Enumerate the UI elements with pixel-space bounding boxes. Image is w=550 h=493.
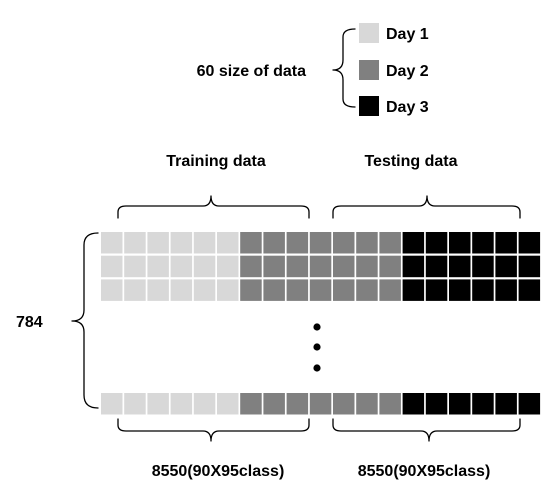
data-cell-day-3 [495, 232, 517, 254]
data-cell-day-2 [309, 279, 332, 301]
data-cell-day-1 [101, 279, 123, 301]
data-cell-day-2 [263, 279, 285, 301]
data-cell-day-1 [217, 255, 239, 278]
data-cell-day-1 [147, 232, 169, 254]
training-data-label: Training data [166, 153, 266, 170]
data-cell-day-3 [495, 279, 517, 301]
data-cell-day-3 [449, 279, 471, 301]
data-cell-day-2 [309, 232, 332, 254]
data-cell-day-1 [124, 255, 146, 278]
data-cell-day-1 [124, 279, 146, 301]
data-cell-day-3 [449, 393, 471, 415]
data-cell-day-2 [356, 279, 378, 301]
data-cell-day-1 [147, 393, 169, 415]
data-cell-day-2 [309, 393, 332, 415]
data-cell-day-2 [240, 393, 262, 415]
data-grid [101, 232, 541, 415]
data-cell-day-3 [472, 255, 494, 278]
data-cell-day-1 [170, 255, 193, 278]
data-cell-day-3 [402, 279, 425, 301]
data-cell-day-3 [495, 255, 517, 278]
data-cell-day-2 [240, 255, 262, 278]
testing-top-brace [332, 195, 521, 219]
data-cell-day-3 [449, 255, 471, 278]
legend-brace [332, 28, 356, 108]
data-cell-day-1 [147, 279, 169, 301]
data-cell-day-2 [240, 279, 262, 301]
data-cell-day-2 [356, 232, 378, 254]
data-cell-day-2 [333, 232, 355, 254]
data-cell-day-3 [425, 393, 448, 415]
data-cell-day-1 [193, 232, 216, 254]
data-cell-day-1 [101, 232, 123, 254]
data-cell-day-3 [472, 279, 494, 301]
data-cell-day-3 [472, 232, 494, 254]
data-cell-day-1 [170, 232, 193, 254]
data-cell-day-1 [101, 255, 123, 278]
legend-label-day-2: Day 2 [386, 63, 429, 80]
training-bottom-brace [117, 418, 310, 442]
data-cell-day-2 [286, 393, 309, 415]
data-cell-day-2 [263, 255, 285, 278]
data-cell-day-2 [379, 232, 401, 254]
data-cell-day-3 [518, 232, 541, 254]
data-cell-day-3 [425, 255, 448, 278]
data-cell-day-2 [286, 279, 309, 301]
data-cell-day-3 [402, 255, 425, 278]
data-cell-day-1 [193, 393, 216, 415]
data-cell-day-3 [518, 393, 541, 415]
ellipsis-dot-2 [313, 343, 321, 351]
data-cell-day-3 [425, 279, 448, 301]
data-cell-day-2 [240, 232, 262, 254]
data-cell-day-2 [263, 393, 285, 415]
data-cell-day-3 [518, 279, 541, 301]
training-count-label: 8550(90X95class) [152, 463, 285, 480]
data-cell-day-1 [217, 232, 239, 254]
data-cell-day-1 [101, 393, 123, 415]
data-cell-day-1 [147, 255, 169, 278]
legend-swatch-day-3 [359, 96, 379, 116]
data-cell-day-1 [170, 393, 193, 415]
data-cell-day-3 [402, 232, 425, 254]
data-cell-day-2 [333, 393, 355, 415]
data-cell-day-1 [124, 232, 146, 254]
data-cell-day-2 [286, 232, 309, 254]
rows-count-label: 784 [16, 314, 43, 331]
testing-bottom-brace [332, 418, 521, 442]
data-cell-day-1 [217, 393, 239, 415]
data-cell-day-2 [379, 255, 401, 278]
data-cell-day-2 [356, 255, 378, 278]
legend-swatch-day-2 [359, 60, 379, 80]
legend-title: 60 size of data [197, 63, 306, 80]
ellipsis-dot-3 [313, 364, 321, 372]
legend-label-day-3: Day 3 [386, 99, 429, 116]
data-cell-day-3 [495, 393, 517, 415]
testing-count-label: 8550(90X95class) [358, 463, 491, 480]
legend-label-day-1: Day 1 [386, 26, 429, 43]
data-cell-day-2 [309, 255, 332, 278]
rows-brace [71, 232, 99, 409]
data-cell-day-3 [472, 393, 494, 415]
data-cell-day-3 [518, 255, 541, 278]
data-cell-day-1 [193, 279, 216, 301]
data-cell-day-1 [193, 255, 216, 278]
data-cell-day-1 [217, 279, 239, 301]
data-cell-day-2 [263, 232, 285, 254]
data-cell-day-3 [425, 232, 448, 254]
testing-data-label: Testing data [364, 153, 457, 170]
training-top-brace [117, 195, 310, 219]
ellipsis-dot-1 [313, 323, 321, 331]
data-cell-day-2 [286, 255, 309, 278]
data-cell-day-3 [449, 232, 471, 254]
legend-swatch-day-1 [359, 23, 379, 43]
data-cell-day-1 [124, 393, 146, 415]
data-cell-day-2 [379, 279, 401, 301]
data-cell-day-2 [356, 393, 378, 415]
data-cell-day-2 [333, 279, 355, 301]
data-cell-day-2 [379, 393, 401, 415]
data-cell-day-3 [402, 393, 425, 415]
data-cell-day-1 [170, 279, 193, 301]
data-cell-day-2 [333, 255, 355, 278]
